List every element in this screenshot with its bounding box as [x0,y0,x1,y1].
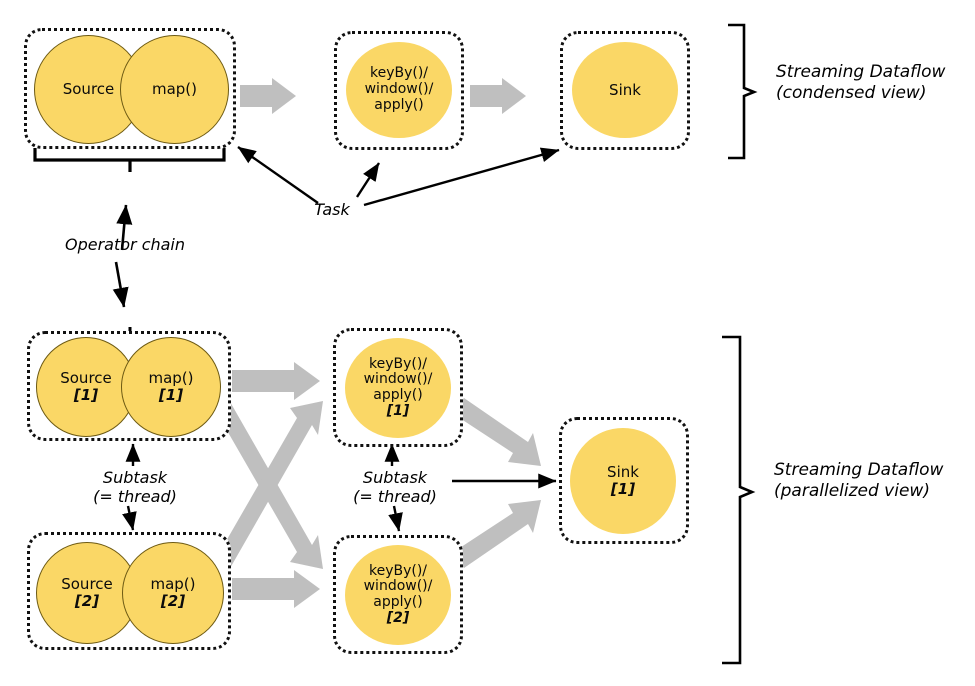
task-pointer-to-keyby [355,162,381,198]
node-keyby-2[interactable]: keyBy()/ window()/ apply() [2] [345,545,451,645]
node-keyby-1-index: [1] [386,402,410,419]
node-keyby-1-label: keyBy()/ window()/ apply() [363,355,433,403]
node-keyby-label: keyBy()/ window()/ apply() [364,65,434,113]
flow-arrow-source2-to-keyby1 [214,401,323,570]
node-keyby-1-text: keyBy()/ window()/ apply() [1] [363,355,433,420]
node-source-label: Source [62,80,115,99]
node-sink-1-index: [1] [610,480,636,498]
node-sink-condensed[interactable]: Sink [572,42,678,138]
node-source-1-label: Source [60,369,112,388]
node-keyby-condensed[interactable]: keyBy()/ window()/ apply() [346,42,452,138]
node-keyby-2-label: keyBy()/ window()/ apply() [363,562,433,610]
operator-chain-pointer-down [112,261,129,308]
label-streaming-dataflow-condensed: Streaming Dataflow (condensed view) [776,62,946,103]
node-source-2[interactable]: Source [2] [36,542,138,644]
node-map-1-label: map() [148,369,194,388]
node-map-1-index: [1] [158,386,184,404]
node-keyby-2-index: [2] [386,609,410,626]
flow-arrow-source2-to-keyby2 [232,570,320,608]
node-map-2-label: map() [150,575,196,594]
node-source-2-text: Source [2] [61,576,113,610]
bracket-parallelized-view [722,335,756,665]
node-map-2-index: [2] [160,592,186,610]
task-pointer-to-operator-chain [237,146,319,204]
annotation-subtask-left: Subtask (= thread) [93,468,177,507]
node-map-2-text: map() [2] [150,576,195,610]
node-sink-1-label: Sink [607,463,639,482]
flow-arrow-source-to-keyby-condensed [240,78,296,114]
node-source-1-index: [1] [73,386,99,404]
label-streaming-dataflow-parallelized: Streaming Dataflow (parallelized view) [774,460,944,501]
node-sink-1-text: Sink [1] [607,464,639,498]
operator-chain-pointer-up [116,204,133,251]
node-keyby-1[interactable]: keyBy()/ window()/ apply() [1] [345,338,451,438]
node-source-1[interactable]: Source [1] [36,337,136,437]
operator-chain-bracket-top [33,148,226,172]
node-map-2[interactable]: map() [2] [122,542,224,644]
task-pointer-to-sink [363,147,560,207]
node-map-condensed[interactable]: map() [120,35,229,144]
annotation-subtask-right: Subtask (= thread) [353,468,437,507]
bracket-condensed-view [728,23,758,160]
node-map-1[interactable]: map() [1] [121,337,221,437]
annotation-operator-chain: Operator chain [64,235,186,254]
subtask-left-pointer-down [122,505,137,531]
node-sink-1[interactable]: Sink [1] [570,428,676,534]
flow-arrow-keyby-to-sink-condensed [470,78,526,114]
node-map-1-text: map() [1] [148,370,193,404]
node-map-label: map() [151,80,198,99]
node-source-2-label: Source [61,575,113,594]
subtask-right-pointer-down [388,505,403,532]
flow-arrow-source1-to-keyby1 [232,362,320,400]
annotation-task: Task [314,200,350,219]
flow-arrow-keyby2-to-sink1 [452,500,541,568]
node-source-2-index: [2] [74,592,100,610]
node-source-1-text: Source [1] [60,370,112,404]
node-keyby-2-text: keyBy()/ window()/ apply() [2] [363,562,433,627]
flow-arrow-keyby1-to-sink1 [452,398,541,466]
node-sink-label: Sink [609,80,641,99]
